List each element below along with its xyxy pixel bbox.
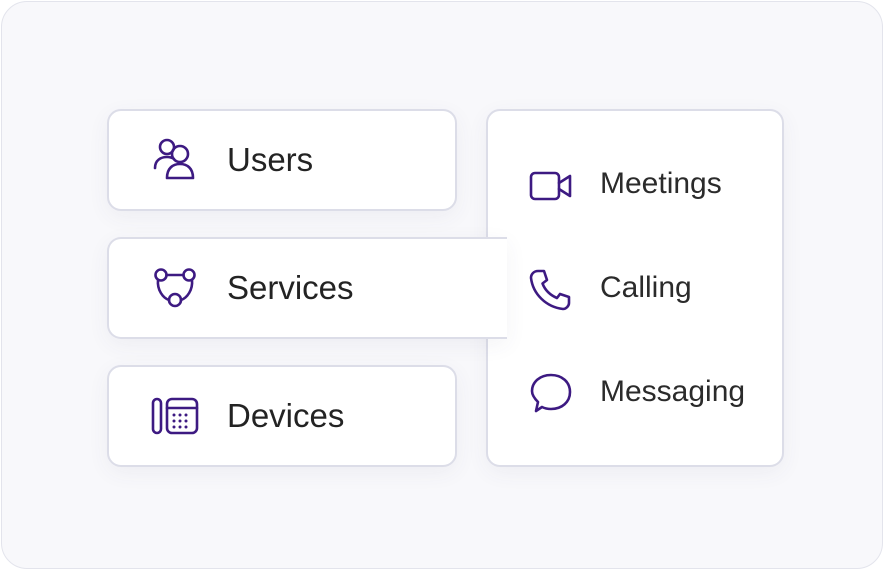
submenu-item-calling[interactable]: Calling [488,259,782,319]
chat-bubble-icon [528,371,574,417]
menu-item-devices[interactable]: Devices [107,365,457,467]
users-icon [145,130,205,190]
submenu-item-label: Messaging [600,375,746,408]
menu-item-label: Users [227,141,314,178]
menu-item-users[interactable]: Users [107,109,457,211]
menu-item-label: Devices [227,397,345,434]
submenu-item-messaging[interactable]: Messaging [488,363,782,423]
menu-item-label: Services [227,269,354,306]
video-camera-icon [528,163,574,209]
menu-item-services[interactable]: Services [107,237,507,339]
submenu-item-meetings[interactable]: Meetings [488,155,782,215]
services-icon [145,258,205,318]
submenu-item-label: Meetings [600,167,722,200]
submenu-item-label: Calling [600,271,692,304]
devices-icon [145,386,205,446]
phone-icon [528,267,574,313]
services-submenu-panel: Meetings Calling Messaging [486,109,784,467]
